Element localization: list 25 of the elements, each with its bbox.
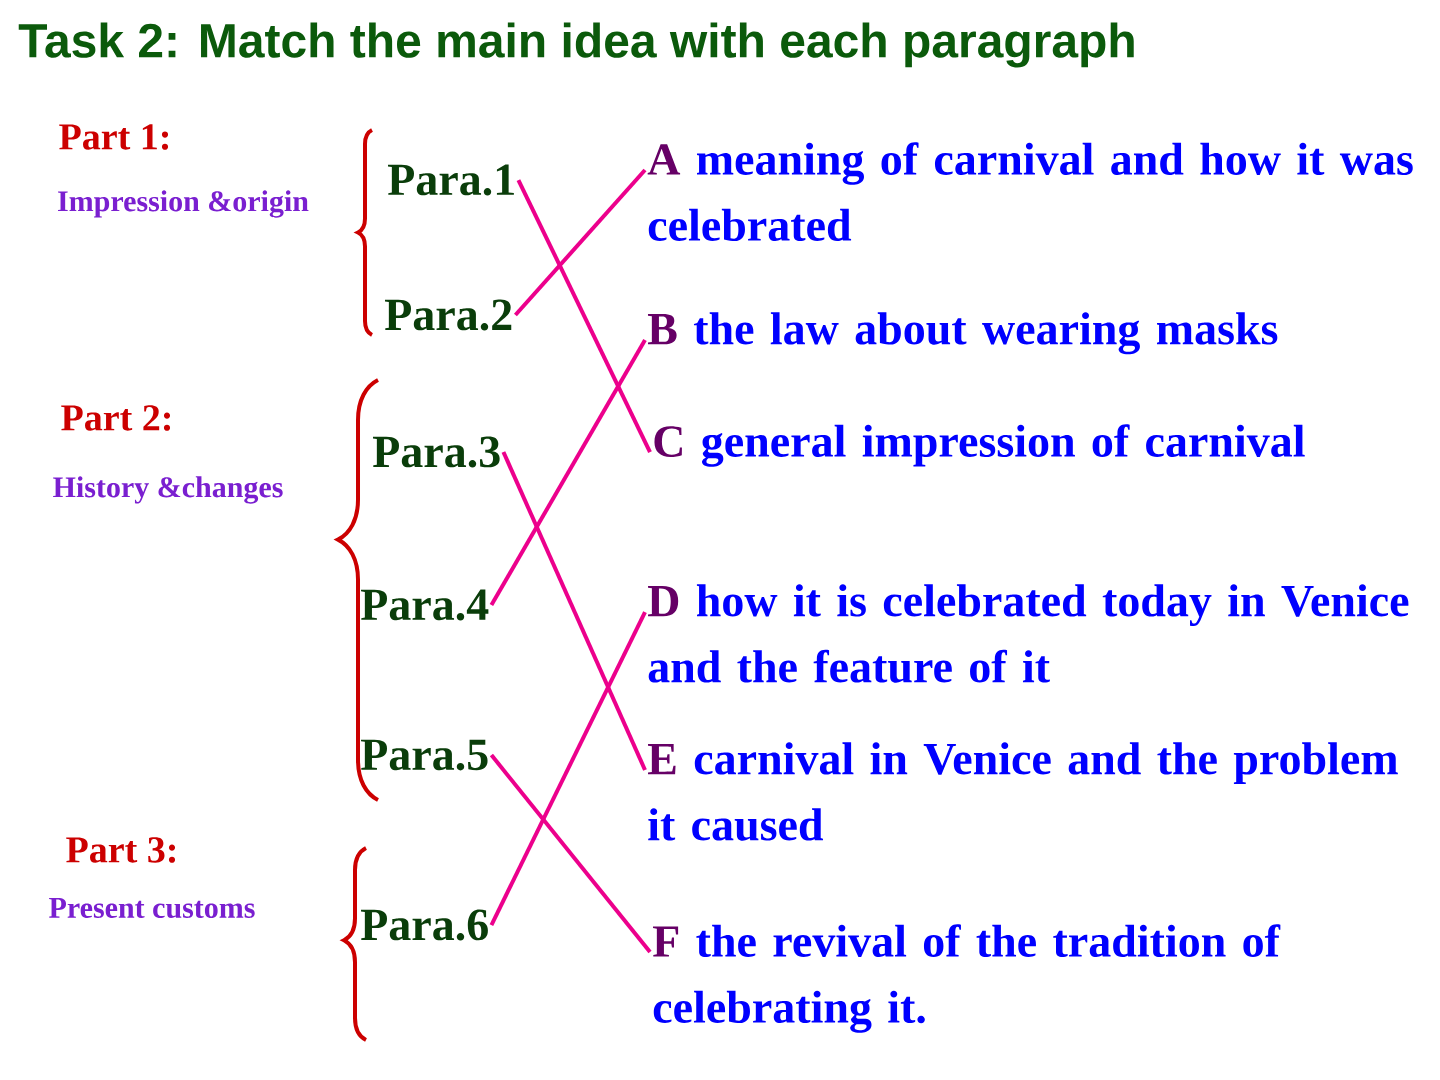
part-heading: Part 2: xyxy=(61,405,171,431)
answer-option: E carnival in Venice and the problem it caused xyxy=(648,742,1398,841)
connecting-line xyxy=(489,339,647,606)
paragraph-label: Para.6 xyxy=(361,909,488,941)
paragraph-label: Para.2 xyxy=(385,299,512,331)
connecting-line xyxy=(516,179,652,453)
answer-option: C general impression of carnival xyxy=(654,424,1305,467)
title: Task 2: Match the main idea with each paragraph xyxy=(18,22,1134,68)
connecting-line xyxy=(501,451,647,771)
paragraph-label: Para.4 xyxy=(361,589,489,621)
answer-option: F the revival of the tradition of celebrating it. xyxy=(653,924,1281,1033)
part-heading: Part 1: xyxy=(59,124,169,150)
answer-option: D how it is celebrated today in Venice and the feature of it xyxy=(648,584,1409,683)
part-description: Impression &origin xyxy=(58,190,309,218)
connecting-line xyxy=(489,753,652,954)
paragraph-label: Para.3 xyxy=(373,436,500,468)
answer-option: A meaning of carnival and how it was celebrated xyxy=(647,142,1413,242)
part-description: History &changes xyxy=(53,476,283,504)
paragraph-label: Para.5 xyxy=(361,739,488,771)
part-heading: Part 3: xyxy=(66,837,176,863)
part-description: Present customs xyxy=(49,898,255,918)
connecting-line xyxy=(513,168,647,317)
answer-option: B the law about wearing masks xyxy=(648,312,1278,355)
connecting-line xyxy=(489,611,647,926)
paragraph-label: Para.1 xyxy=(388,164,514,196)
